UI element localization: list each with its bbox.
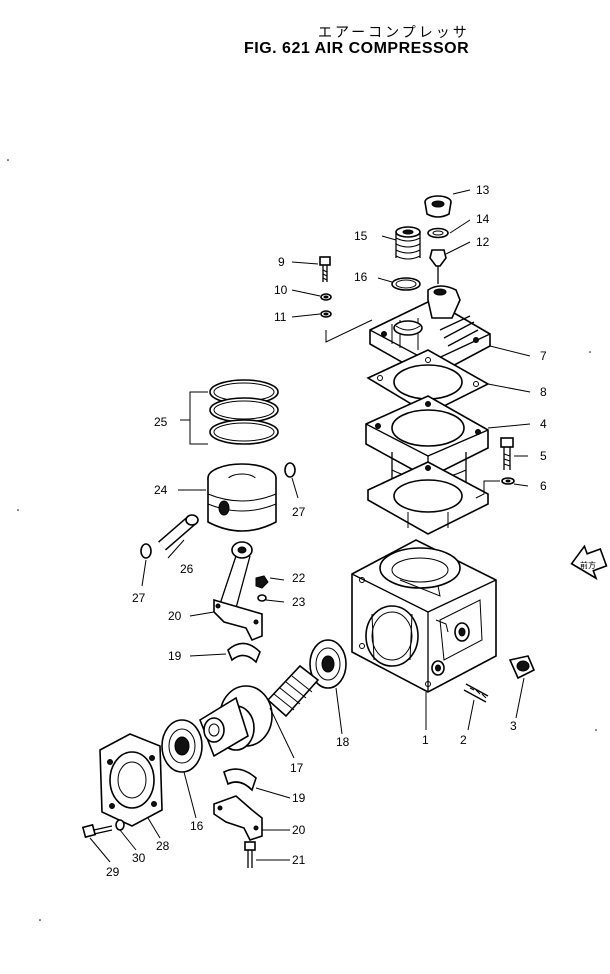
callout-24: 24 [154, 483, 168, 497]
washer-part-23 [257, 594, 267, 602]
stud-part-2 [463, 683, 489, 703]
callout-14: 14 [476, 212, 490, 226]
gasket-part-14 [427, 227, 449, 239]
callout-16b: 16 [190, 819, 204, 833]
callout-17: 17 [290, 761, 304, 775]
callout-2: 2 [460, 733, 467, 747]
fitting-small [435, 619, 449, 633]
nut-part-22 [255, 575, 269, 589]
callout-27b: 27 [132, 591, 146, 605]
callout-7: 7 [540, 349, 547, 363]
callout-3: 3 [510, 719, 517, 733]
callout-30: 30 [132, 851, 146, 865]
piston-part-24 [207, 463, 277, 532]
bolt-leader-line [325, 319, 373, 343]
callout-labels: 13 14 12 15 16 7 8 4 5 6 9 10 11 25 24 2… [106, 183, 547, 879]
callout-8: 8 [540, 385, 547, 399]
callout-12: 12 [476, 235, 490, 249]
snap-ring-part-27 [284, 462, 296, 478]
callout-19b: 19 [292, 791, 306, 805]
o-ring-part-16 [391, 277, 421, 291]
callout-19: 19 [168, 649, 182, 663]
figure-title: FIG. 621 AIR COMPRESSOR [244, 40, 470, 57]
callout-16: 16 [354, 270, 368, 284]
callout-28: 28 [156, 839, 170, 853]
cylinder-part-4 [365, 395, 489, 535]
cylinder-head-part-7 [369, 285, 491, 379]
bearing-shell-part-19 [227, 642, 261, 664]
callout-9: 9 [278, 255, 285, 269]
plug-part-13 [424, 195, 452, 218]
callout-23: 23 [292, 595, 306, 609]
washer-part-6 [501, 477, 515, 485]
connecting-rod-part-20 [213, 541, 263, 642]
bolt-5-leader [475, 480, 500, 499]
plug-part-3 [508, 655, 536, 680]
gasket-part-8 [366, 349, 490, 415]
bearing-shell-part-19b [223, 768, 257, 792]
bolt-part-21 [244, 841, 256, 868]
valve-part-12 [429, 249, 447, 284]
bolt-part-5 [500, 437, 514, 470]
callout-10: 10 [274, 283, 288, 297]
spring-part-15 [395, 226, 421, 260]
figure-title-japanese: エアーコンプレッサ [318, 25, 470, 41]
forward-arrow-icon: 前方 [570, 544, 608, 581]
bolt-part-29 [81, 823, 113, 839]
bearing-part-18 [309, 639, 347, 689]
callout-20b: 20 [292, 823, 306, 837]
callout-4: 4 [540, 417, 547, 431]
callout-15: 15 [354, 229, 368, 243]
bearing-part-16 [161, 719, 203, 773]
callout-11: 11 [274, 310, 287, 324]
callout-26: 26 [180, 562, 194, 576]
callout-5: 5 [540, 449, 547, 463]
bolt-part-9 [319, 256, 331, 282]
rod-cap-part-20b [213, 795, 263, 841]
washer-part-11 [320, 310, 332, 318]
crankcase-part-1 [351, 539, 497, 693]
callout-1: 1 [422, 733, 429, 747]
rings-bracket [180, 391, 208, 445]
forward-arrow-label: 前方 [580, 560, 596, 570]
washer-part-10 [320, 293, 332, 301]
callout-21: 21 [292, 853, 306, 867]
callout-13: 13 [476, 183, 490, 197]
callout-22: 22 [292, 571, 306, 585]
callout-29: 29 [106, 865, 120, 879]
callout-25: 25 [154, 415, 168, 429]
callout-20: 20 [168, 609, 182, 623]
callout-6: 6 [540, 479, 547, 493]
callout-27: 27 [292, 505, 306, 519]
washer-part-30 [115, 819, 125, 831]
crankshaft-part-17 [199, 664, 320, 758]
bearing-cover-part-28 [99, 733, 163, 827]
leader-lines [89, 189, 531, 863]
callout-18: 18 [336, 735, 350, 749]
print-specks [7, 159, 597, 921]
piston-rings-part-25 [209, 379, 279, 445]
piston-pin-part-26 [158, 514, 199, 551]
snap-ring-part-27b [140, 543, 152, 559]
